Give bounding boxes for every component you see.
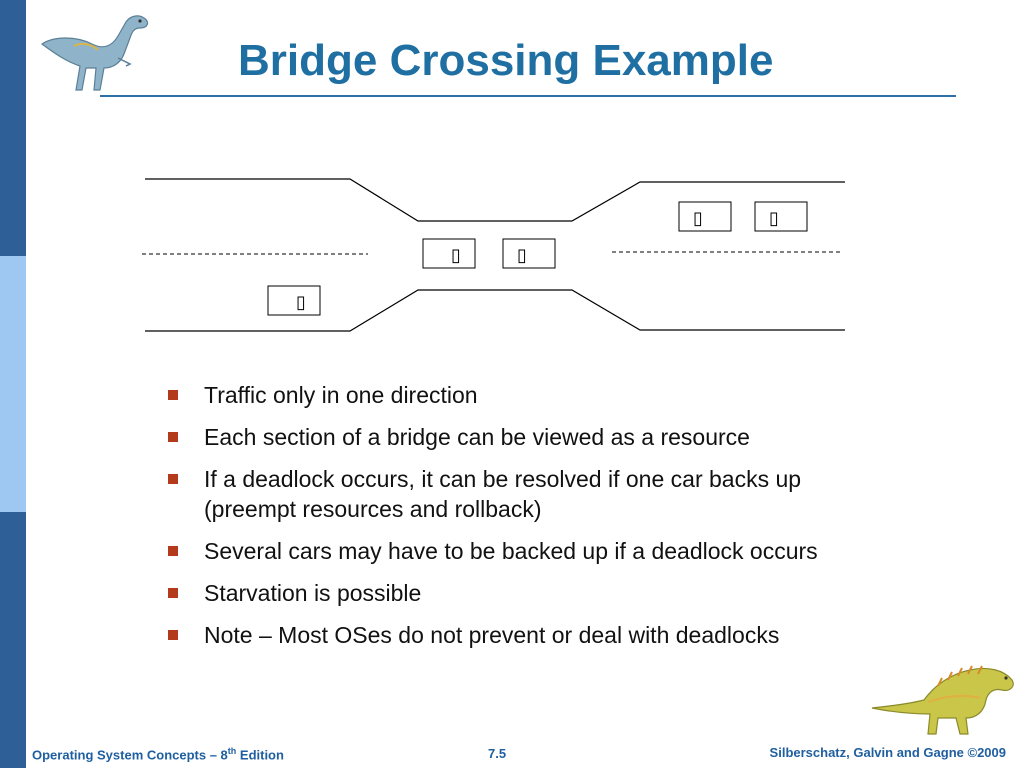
sidebar-block-middle: [0, 256, 26, 512]
car-box: [422, 238, 476, 269]
bullet-list: Traffic only in one direction Each secti…: [166, 380, 886, 662]
dinosaur-illustration-bottom-icon: [871, 665, 1014, 735]
bullet-item: Note – Most OSes do not prevent or deal …: [166, 620, 886, 650]
footer-page-number: 7.5: [488, 746, 507, 761]
footer-title-suffix: Edition: [236, 747, 284, 763]
bullet-square-icon: [168, 390, 178, 400]
bullet-item: Starvation is possible: [166, 578, 886, 608]
car-box: [678, 201, 732, 232]
bullet-text: Traffic only in one direction: [204, 382, 478, 408]
title-underline: [100, 95, 956, 97]
road-upper-edge: [145, 178, 845, 222]
footer-book-title: Operating System Concepts – 8th Edition: [32, 746, 284, 762]
sidebar-stripe: [0, 0, 26, 768]
page-title: Bridge Crossing Example: [238, 36, 774, 85]
bullet-item: Traffic only in one direction: [166, 380, 886, 410]
bullet-square-icon: [168, 588, 178, 598]
bullet-square-icon: [168, 432, 178, 442]
car-box: [754, 201, 808, 232]
bullet-text: Several cars may have to be backed up if…: [204, 538, 818, 564]
bullet-square-icon: [168, 474, 178, 484]
car-glyph: ▯: [693, 208, 703, 229]
footer-title-sup: th: [227, 746, 237, 756]
bullet-item: Several cars may have to be backed up if…: [166, 536, 886, 566]
bullet-square-icon: [168, 546, 178, 556]
bullet-text: If a deadlock occurs, it can be resolved…: [204, 466, 802, 522]
sidebar-block-bottom: [0, 512, 26, 768]
bullet-item: If a deadlock occurs, it can be resolved…: [166, 464, 886, 524]
footer-copyright: Silberschatz, Galvin and Gagne ©2009: [769, 745, 1006, 760]
car-box: [502, 238, 556, 269]
car-glyph: ▯: [769, 208, 779, 229]
car-glyph: ▯: [451, 245, 461, 266]
car-glyph: ▯: [517, 245, 527, 266]
bullet-text: Note – Most OSes do not prevent or deal …: [204, 622, 780, 648]
bullet-square-icon: [168, 630, 178, 640]
footer-title-prefix: Operating System Concepts – 8: [32, 747, 228, 763]
sidebar-block-top: [0, 0, 26, 256]
dinosaur-illustration-icon: [40, 15, 149, 91]
car-glyph: ▯: [296, 292, 306, 313]
bullet-item: Each section of a bridge can be viewed a…: [166, 422, 886, 452]
car-box: [267, 285, 321, 316]
road-lower-edge: [145, 289, 845, 332]
bullet-text: Starvation is possible: [204, 580, 422, 606]
bridge-diagram: ▯ ▯ ▯ ▯ ▯: [142, 178, 845, 332]
bullet-text: Each section of a bridge can be viewed a…: [204, 424, 750, 450]
